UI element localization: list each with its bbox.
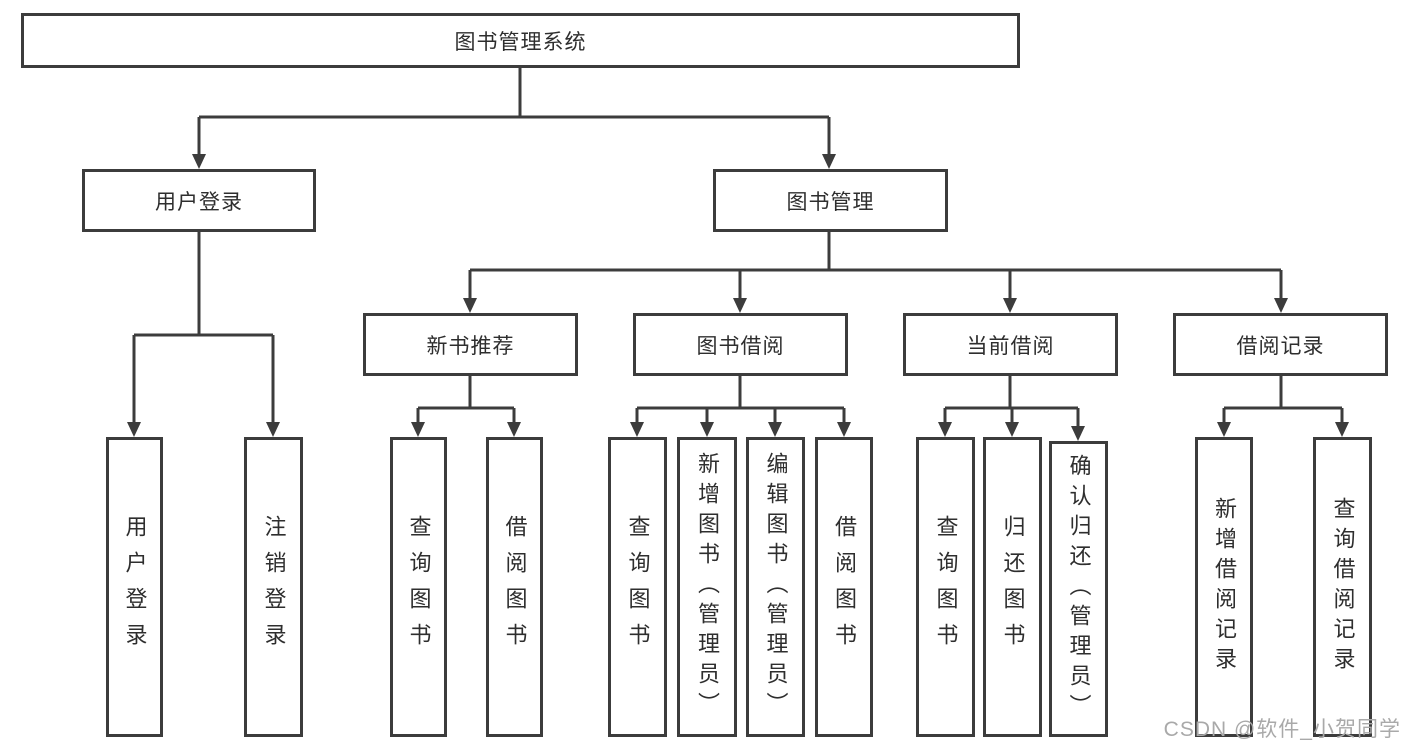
node-new-book-recommend: 新书推荐 [363,313,578,376]
leaf-cur-query-books-label: 查询图书 [933,515,959,659]
csdn-watermark: CSDN @软件_小贺同学 [1163,718,1401,741]
leaf-rec-borrow-books-label: 借阅图书 [502,515,528,659]
leaf-query-borrow-record: 查询借阅记录 [1313,437,1372,737]
leaf-add-borrow-record-label: 新增借阅记录 [1212,497,1237,677]
leaf-rec-query-books-label: 查询图书 [406,515,432,659]
leaf-cur-return-books: 归还图书 [983,437,1042,737]
leaf-user-login: 用户登录 [106,437,163,737]
leaf-cur-confirm-return-admin-label: 确认归还（管理员） [1066,454,1092,724]
leaf-bb-borrow-books: 借阅图书 [815,437,873,737]
leaf-add-borrow-record: 新增借阅记录 [1195,437,1253,737]
leaf-logout: 注销登录 [244,437,303,737]
node-book-borrow: 图书借阅 [633,313,848,376]
leaf-user-login-label: 用户登录 [122,515,148,659]
leaf-bb-query-books: 查询图书 [608,437,667,737]
leaf-bb-edit-books-admin: 编辑图书（管理员） [746,437,805,737]
leaf-bb-query-books-label: 查询图书 [625,515,651,659]
leaf-cur-query-books: 查询图书 [916,437,975,737]
leaf-logout-label: 注销登录 [261,515,287,659]
node-current-borrow: 当前借阅 [903,313,1118,376]
node-book-management: 图书管理 [713,169,948,232]
leaf-cur-return-books-label: 归还图书 [1000,515,1026,659]
leaf-bb-add-books-admin: 新增图书（管理员） [677,437,737,737]
leaf-bb-edit-books-admin-label: 编辑图书（管理员） [763,452,789,722]
leaf-rec-query-books: 查询图书 [390,437,447,737]
node-library-system: 图书管理系统 [21,13,1020,68]
leaf-bb-borrow-books-label: 借阅图书 [832,515,857,659]
leaf-rec-borrow-books: 借阅图书 [486,437,543,737]
leaf-query-borrow-record-label: 查询借阅记录 [1330,497,1356,677]
node-borrow-records: 借阅记录 [1173,313,1388,376]
leaf-bb-add-books-admin-label: 新增图书（管理员） [695,452,720,722]
leaf-cur-confirm-return-admin: 确认归还（管理员） [1049,441,1108,737]
node-user-login: 用户登录 [82,169,316,232]
